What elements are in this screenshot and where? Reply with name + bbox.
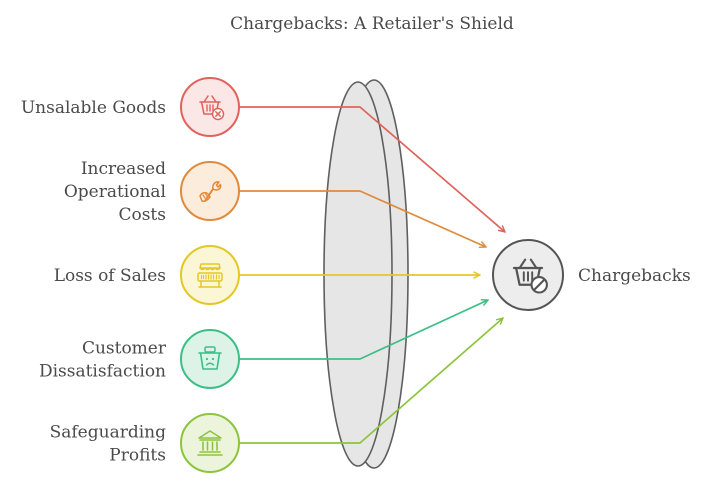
basket-blocked-icon xyxy=(512,258,548,294)
bank-icon xyxy=(197,430,223,456)
connector-arrow xyxy=(239,318,503,444)
closed-store-icon xyxy=(197,263,223,288)
connector-lines xyxy=(239,106,505,444)
output-label: Chargebacks xyxy=(578,266,691,286)
lens-shield xyxy=(323,79,409,469)
input-node: Unsalable Goods xyxy=(21,77,240,137)
connector-arrow xyxy=(239,106,505,232)
output-node: Chargebacks xyxy=(492,239,691,311)
wrench-hand-icon xyxy=(199,181,222,202)
connector-arrow xyxy=(239,190,486,247)
input-node-circle xyxy=(180,245,240,305)
input-node-circle xyxy=(180,413,240,473)
input-node-circle xyxy=(180,161,240,221)
connector-arrow xyxy=(239,300,488,360)
diagram-title: Chargebacks: A Retailer's Shield xyxy=(230,14,514,34)
input-node-circle xyxy=(180,329,240,389)
sad-basket-icon xyxy=(198,346,222,370)
input-label: Loss of Sales xyxy=(54,266,166,286)
basket-x-icon xyxy=(199,95,225,121)
input-label: Unsalable Goods xyxy=(21,98,166,118)
input-node: Loss of Sales xyxy=(54,245,240,305)
